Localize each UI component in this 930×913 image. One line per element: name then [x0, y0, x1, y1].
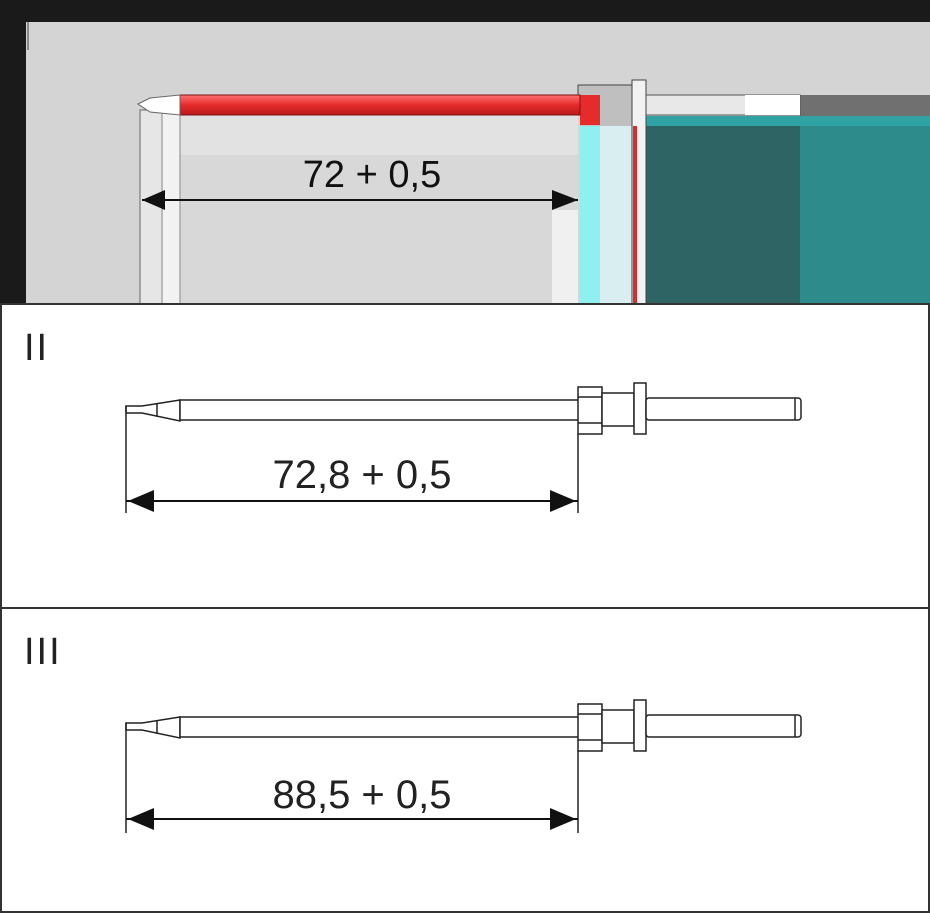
panel-i-dimension-text: 72 + 0,5: [303, 154, 441, 196]
panel-iii-dimension-text: 88,5 + 0,5: [272, 773, 451, 817]
probe-drawing: [125, 382, 802, 435]
panel-ii: II 72,8 + 0,5: [0, 303, 930, 609]
teal-block-dark: [645, 116, 800, 305]
panel-i: 72 + 0,5: [0, 0, 930, 305]
panel-iii-drawing: 88,5 + 0,5: [125, 699, 802, 833]
panel-ii-label: II: [24, 327, 50, 369]
teal-block: [800, 116, 930, 305]
probe-drawing: [125, 699, 802, 752]
panel-iii: III 88,5 + 0,5: [0, 607, 930, 913]
panel-ii-drawing: 72,8 + 0,5: [125, 382, 802, 513]
panel-i-illustration: 72 + 0,5: [0, 0, 930, 305]
panel-ii-dimension-text: 72,8 + 0,5: [272, 453, 451, 497]
cyan-sleeve: [580, 126, 600, 305]
red-tube: [179, 94, 581, 116]
panel-iii-label: III: [24, 631, 62, 673]
rod-housing: [800, 95, 930, 117]
